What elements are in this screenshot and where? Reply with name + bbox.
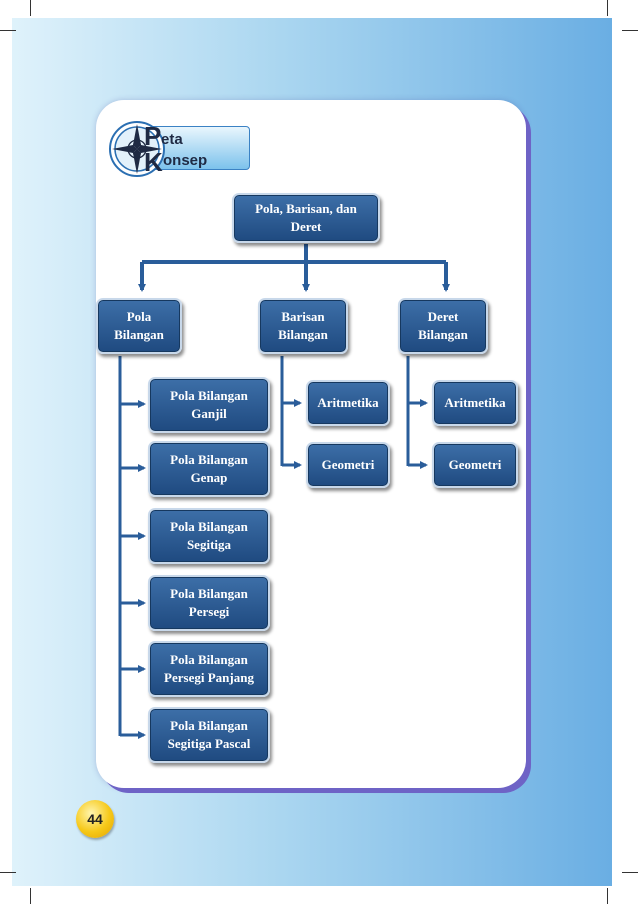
node-deret-bilangan: Deret Bilangan (398, 298, 488, 354)
compass-globe-icon (109, 121, 165, 177)
node-barisan-aritmetika: Aritmetika (306, 380, 390, 426)
node-pola-persegi: Pola Bilangan Persegi (148, 575, 270, 631)
node-root: Pola, Barisan, dan Deret (232, 193, 380, 243)
node-pola-persegi-panjang: Pola Bilangan Persegi Panjang (148, 641, 270, 697)
crop-mark (0, 872, 16, 873)
crop-mark (622, 30, 638, 31)
node-pola-segitiga: Pola Bilangan Segitiga (148, 508, 270, 564)
node-pola-ganjil: Pola Bilangan Ganjil (148, 377, 270, 433)
node-deret-geometri: Geometri (432, 442, 518, 488)
node-pola-genap: Pola Bilangan Genap (148, 441, 270, 497)
node-barisan-geometri: Geometri (306, 442, 390, 488)
node-pola-bilangan: Pola Bilangan (96, 298, 182, 354)
node-barisan-bilangan: Barisan Bilangan (258, 298, 348, 354)
page-number-badge: 44 (76, 800, 114, 838)
crop-mark (607, 0, 608, 16)
crop-mark (30, 888, 31, 904)
badge-letter-k: K (144, 147, 163, 177)
crop-mark (30, 0, 31, 16)
node-pola-segitiga-pascal: Pola Bilangan Segitiga Pascal (148, 707, 270, 763)
crop-mark (622, 872, 638, 873)
peta-konsep-badge: P eta K onsep (108, 118, 250, 184)
badge-text-onsep: onsep (163, 152, 208, 169)
crop-mark (0, 30, 16, 31)
crop-mark (607, 888, 608, 904)
node-deret-aritmetika: Aritmetika (432, 380, 518, 426)
badge-text-eta: eta (161, 131, 183, 148)
badge-letter-p: P (144, 121, 162, 151)
